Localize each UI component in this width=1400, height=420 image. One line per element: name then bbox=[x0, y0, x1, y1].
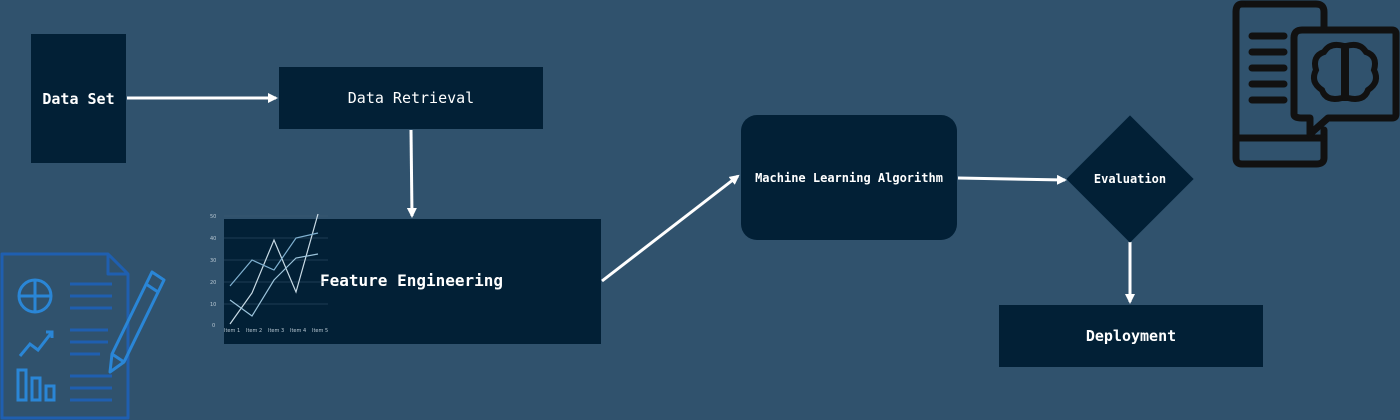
x-tick: Item 3 bbox=[268, 328, 284, 334]
chart-x-ticks: Item 1 Item 2 Item 3 Item 4 Item 5 bbox=[224, 328, 328, 334]
node-evaluation: Evaluation bbox=[1066, 115, 1194, 243]
chart-y-ticks: 50 40 30 20 10 0 bbox=[210, 214, 216, 329]
node-label: Data Set bbox=[42, 89, 115, 108]
x-tick: Item 4 bbox=[290, 328, 306, 334]
chart-gridlines bbox=[224, 215, 328, 305]
node-label: Evaluation bbox=[1093, 172, 1167, 186]
mini-line-chart: 50 40 30 20 10 0 Item 1 Item 2 Item 3 It… bbox=[210, 213, 328, 334]
edge-retrieval-to-feature bbox=[406, 129, 417, 218]
x-tick: Item 2 bbox=[246, 328, 262, 334]
node-machine-learning-algorithm: Machine Learning Algorithm bbox=[741, 115, 957, 240]
chart-series-line bbox=[229, 213, 319, 325]
y-tick: 10 bbox=[210, 302, 216, 308]
y-tick: 20 bbox=[210, 280, 216, 286]
x-tick: Item 5 bbox=[312, 328, 328, 334]
trend-up-icon bbox=[18, 331, 54, 357]
y-tick: 30 bbox=[210, 258, 216, 264]
node-data-retrieval: Data Retrieval bbox=[279, 67, 543, 129]
y-tick: 50 bbox=[210, 214, 216, 220]
node-label: Data Retrieval bbox=[347, 89, 475, 107]
pencil-icon bbox=[108, 270, 166, 374]
tablet-brain-chat-icon bbox=[1232, 0, 1400, 168]
node-feature-engineering: Feature Engineering bbox=[224, 219, 601, 344]
chart-series-line bbox=[229, 253, 319, 317]
node-label: Machine Learning Algorithm bbox=[755, 170, 943, 185]
bar-chart-icon bbox=[16, 368, 56, 402]
brain-icon bbox=[1311, 41, 1379, 102]
node-label: Deployment bbox=[1085, 327, 1177, 345]
report-document-icon bbox=[0, 252, 166, 420]
node-data-set: Data Set bbox=[31, 34, 126, 163]
edge-mla-to-evaluation bbox=[957, 174, 1067, 185]
chart-series-line bbox=[229, 232, 319, 287]
edge-feature-to-mla bbox=[601, 174, 740, 283]
x-tick: Item 1 bbox=[224, 328, 240, 334]
y-tick: 0 bbox=[212, 323, 215, 329]
node-label: Feature Engineering bbox=[320, 271, 504, 290]
y-tick: 40 bbox=[210, 236, 216, 242]
node-deployment: Deployment bbox=[999, 305, 1263, 367]
